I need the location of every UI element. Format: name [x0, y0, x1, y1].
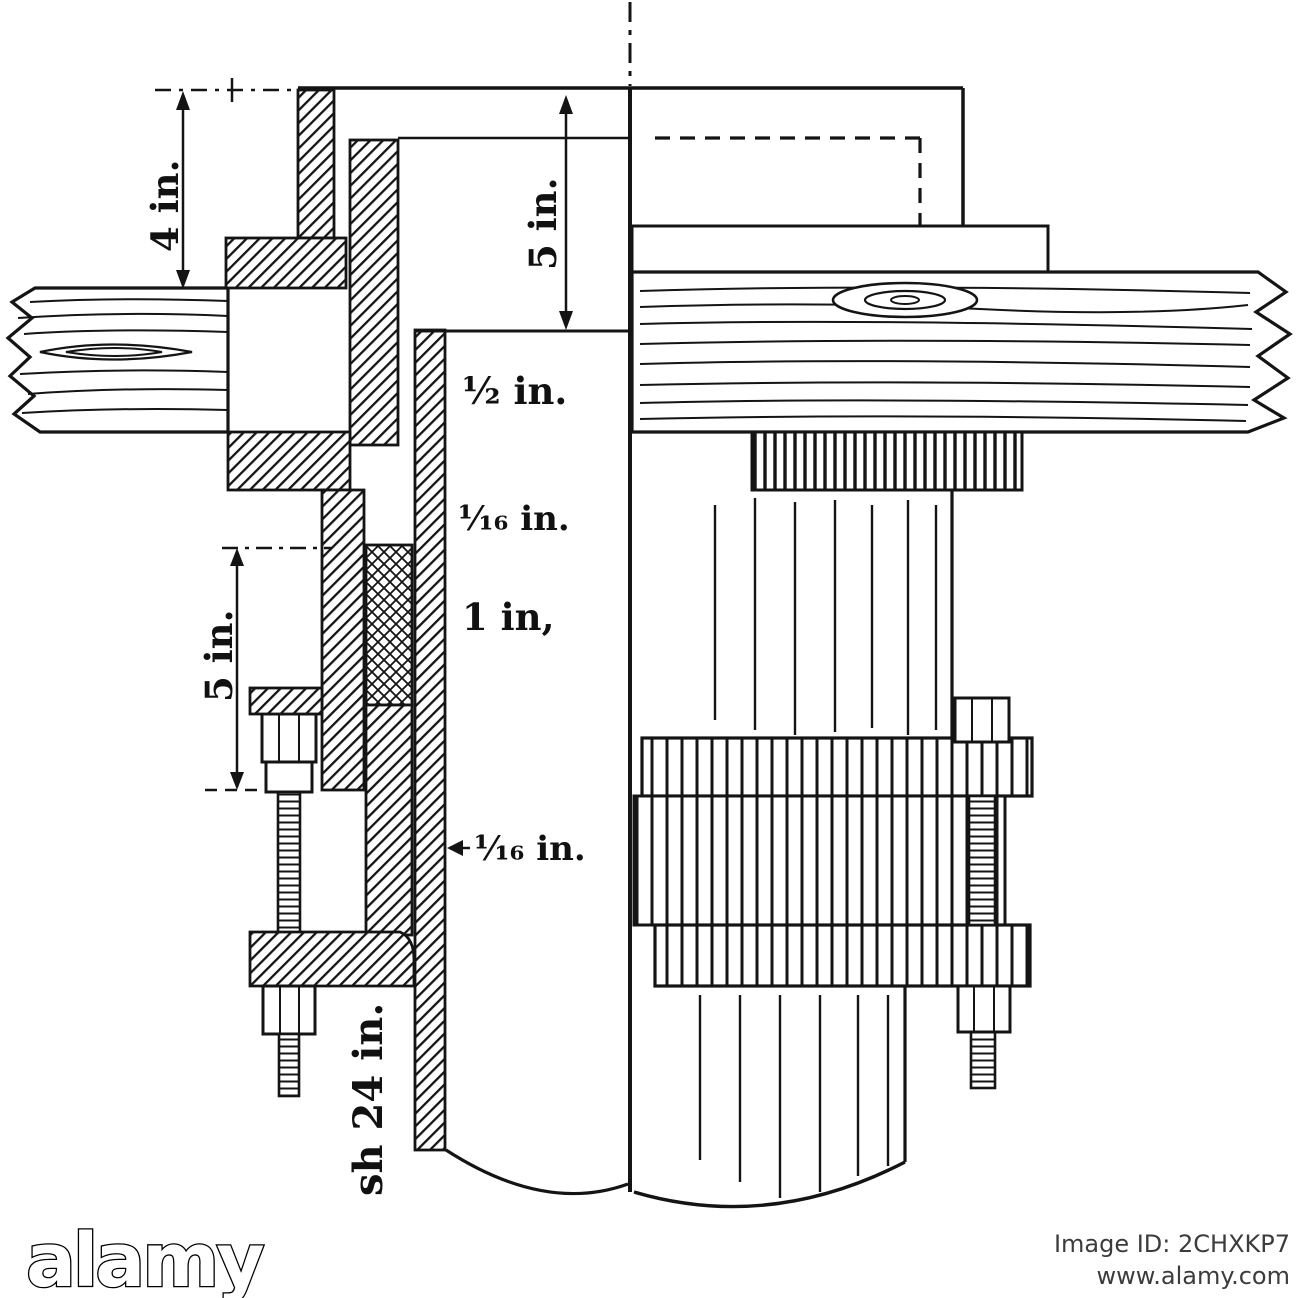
- dim-116-upper-label: ¹⁄₁₆ in.: [458, 499, 570, 539]
- bolt-left-lower: [261, 984, 317, 1098]
- pipe-lines: [415, 88, 632, 1196]
- clamp-block-top: [224, 236, 348, 290]
- dim-116-lower-label: ¹⁄₁₆ in.: [474, 829, 586, 869]
- flange-band-1: [640, 736, 1034, 798]
- lower-web: [320, 488, 366, 792]
- gland-follower: [364, 703, 414, 937]
- arrow-5in-top-down: [559, 311, 573, 330]
- watermarks: alamy Image ID: 2CHXKP7 www.alamy.com: [25, 1217, 1290, 1298]
- watermark-image-id: Image ID: 2CHXKP7: [1054, 1230, 1290, 1258]
- stuffing-box-section: [224, 88, 447, 1152]
- arrow-5in-top-up: [559, 95, 573, 114]
- wood-left-grain-eye: [39, 343, 193, 361]
- dim-24in-label: sh 24 in.: [345, 1003, 392, 1196]
- dim-5in-top-label: 5 in.: [521, 178, 565, 270]
- dim-5in-left-label: 5 in.: [197, 610, 241, 702]
- dimension-lines: [176, 91, 573, 856]
- dim-1in-label: 1 in,: [462, 595, 554, 639]
- bolt-left-tail: [277, 1032, 301, 1098]
- packing-gland: [364, 543, 414, 707]
- foot-bracket: [248, 930, 416, 988]
- cylinder-mid-ribbed: [632, 794, 1007, 927]
- bolt-lug-flange: [248, 686, 324, 716]
- gland-upper-body: [348, 138, 400, 447]
- bolt-right-tail: [969, 1030, 997, 1090]
- flange-band-2: [653, 923, 1032, 988]
- cylinder-broken-end: [633, 1160, 906, 1209]
- top-plate-right: [630, 224, 1050, 274]
- arrow-5in-left-down: [230, 772, 244, 790]
- collar-ribbed: [750, 430, 1024, 492]
- mast-exterior: [632, 430, 1034, 1209]
- watermark-url: www.alamy.com: [1097, 1262, 1290, 1290]
- bolt-left-nut-1: [260, 712, 318, 764]
- bolt-right: [953, 696, 1012, 1090]
- pipe-wall-section: [413, 328, 447, 1152]
- arrow-4in-bottom: [176, 270, 190, 289]
- dim-4in-label: 4 in.: [143, 160, 187, 252]
- bolt-left-jam-nut: [264, 760, 314, 794]
- bolt-right-head: [953, 696, 1011, 744]
- dim-half-in-label: ½ in.: [462, 369, 567, 413]
- wood-plank-right: [630, 270, 1293, 434]
- alamy-logo: alamy: [26, 1218, 263, 1298]
- leader-arrow-116: [447, 840, 463, 856]
- wood-plank-left: [5, 286, 230, 434]
- pipe-broken-end: [445, 1148, 629, 1196]
- arrow-4in-top: [176, 91, 190, 110]
- dimension-labels: 4 in. 5 in. ½ in. ¹⁄₁₆ in. 1 in, ¹⁄₁₆ in…: [143, 160, 586, 1196]
- bolt-right-threaded-shaft: [967, 794, 997, 927]
- cylinder-upper-shading: [713, 498, 938, 735]
- bolt-right-nut: [956, 984, 1012, 1034]
- top-flange-plate: [296, 88, 336, 240]
- cylinder-lower-shading: [698, 995, 890, 1198]
- arrow-5in-left-up: [230, 548, 244, 566]
- bolt-left-nut-2: [261, 984, 317, 1036]
- clamp-block-bottom: [226, 430, 352, 492]
